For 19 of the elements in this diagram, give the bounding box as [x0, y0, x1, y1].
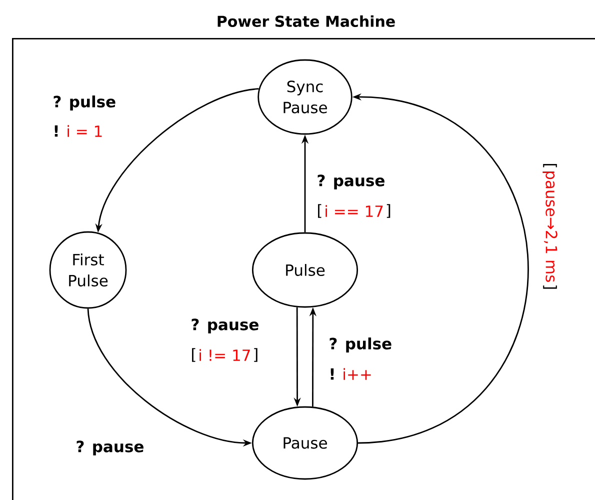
node-label: Power State Machine	[218, 15, 395, 27]
guard-bracket: ]	[386, 204, 390, 218]
guard-bracket: [	[192, 348, 196, 362]
action-label: i++	[344, 368, 371, 380]
edge-label: ? pulse	[54, 96, 116, 110]
edge-label: ? pause	[76, 440, 144, 456]
edge-label: ? pause	[192, 318, 258, 334]
guard-label: pause→2,1 ms	[542, 172, 558, 282]
action-label: i = 1	[68, 125, 102, 137]
guard-bracket: ]	[254, 348, 258, 362]
guard-bracket: [	[543, 164, 557, 168]
action-label: !	[330, 368, 334, 380]
guard-label: i == 17	[326, 205, 383, 217]
edge-label: ? pause	[318, 174, 384, 190]
guard-bracket: [	[318, 204, 322, 218]
guard-label: i != 17	[200, 349, 250, 361]
guard-bracket: ]	[543, 286, 557, 289]
edge-label: ? pulse	[330, 338, 392, 352]
action-label: !	[54, 125, 58, 137]
